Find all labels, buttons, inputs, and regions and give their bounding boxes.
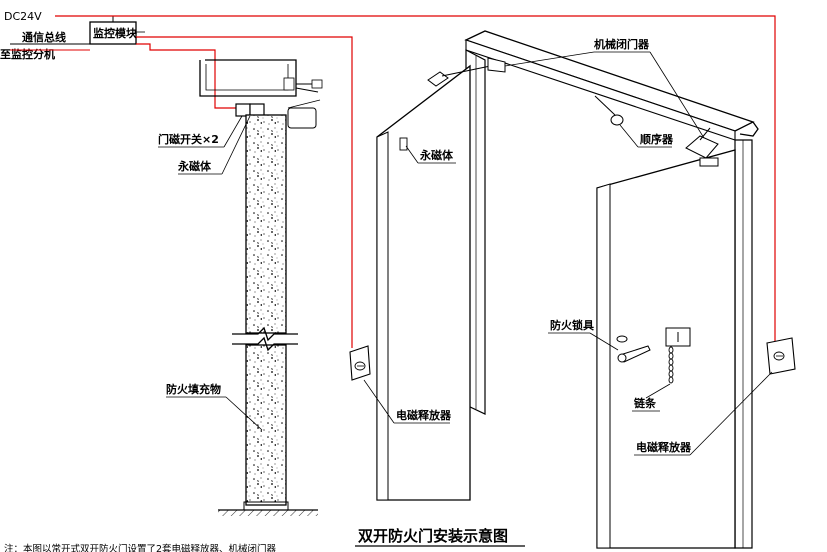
section-magnet-arm [287,99,321,109]
left-door-leaf [376,64,471,501]
break-line-bottom [232,336,298,352]
door-section-lower [245,344,287,506]
sequencer-label: 顺序器 [640,132,674,146]
header-break [739,121,759,137]
door-header-front [465,39,736,141]
break-line-top [232,326,298,342]
lock-handle-rose [617,353,627,363]
dc24v-label: DC24V [4,10,42,23]
lock-leader [589,332,619,351]
monitor-module-label: 监控模块 [93,26,138,40]
closer-leader-left [504,51,595,67]
double-door-view: 机械闭门器 永磁体 顺序器 防火锁具 链条 电磁释放器 电磁释放器 [349,30,796,549]
wire-to-left-release [136,36,353,348]
right-closer-arm [699,127,711,141]
section-bracket [283,77,295,91]
right-closer-plate [699,157,719,167]
left-closer-body [427,71,449,87]
diagram-title: 双开防火门安装示意图 [358,527,508,545]
wiring-group: DC24V 通信总线 至监控分机 监控模块 [0,10,776,348]
section-frame-inner [205,64,289,91]
left-release-leader [363,379,395,424]
section-magnet-block [287,107,317,129]
door-section-view: 门磁开关×2 永磁体 防火填充物 [158,59,323,516]
closer-top-block [487,57,506,73]
diagram-note: 注：本图以常开式双开防火门设置了2套电磁释放器、机械闭门器 [4,543,277,552]
door-switch-b [249,103,265,117]
door-magnet-label: 永磁体 [419,148,454,162]
filler-leader [225,396,263,431]
right-closer-body [685,135,719,159]
connector-block [311,79,323,89]
door-switch-a [235,103,251,117]
closer-label: 机械闭门器 [594,37,650,51]
section-magnet-leader [221,115,251,175]
filler-label: 防火填充物 [166,382,221,396]
door-magnet-leader [405,145,419,164]
door-switch-leader [223,115,243,148]
floor-hatch [218,510,318,516]
wire-to-right-release [113,15,776,342]
closer-leader-right [649,51,705,139]
door-sill [243,501,289,511]
lock-label: 防火锁具 [550,318,594,332]
connector-line-2 [295,87,319,93]
left-door-edge [376,131,389,501]
wire-to-door-switch [136,43,238,109]
right-release-label: 电磁释放器 [636,440,692,454]
door-switch-label: 门磁开关×2 [158,132,219,146]
chain-label: 链条 [634,396,657,410]
right-door-edge [596,183,611,549]
right-jamb [734,139,753,549]
chain-leader [645,383,671,399]
section-magnet-label: 永磁体 [177,159,212,173]
left-door-magnet [399,137,408,151]
bus-label: 通信总线 [22,30,66,44]
sequencer-arm [594,95,616,116]
sequencer-roller [610,114,624,126]
right-release-leader [689,371,773,456]
sequencer-leader [619,124,639,148]
chain [668,346,674,384]
lock-cylinder [616,335,628,343]
to-sub-label: 至监控分机 [0,47,55,61]
door-section-upper [245,114,287,334]
right-door-leaf [596,149,736,549]
left-release-label: 电磁释放器 [396,408,452,422]
section-frame-outer [199,59,297,97]
